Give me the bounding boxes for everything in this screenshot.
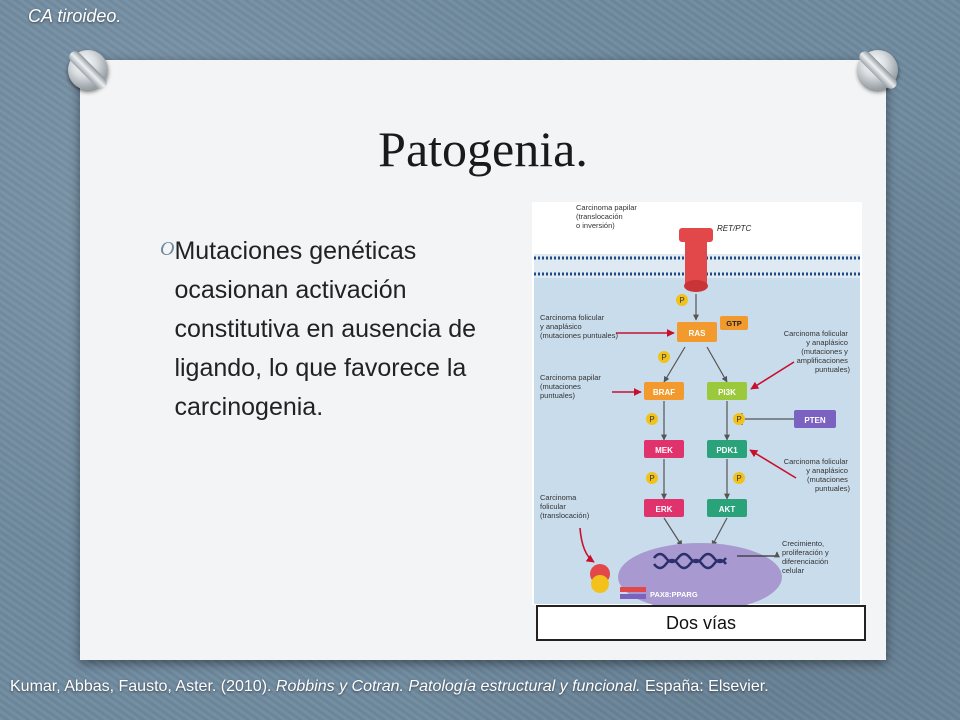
pten-node: PTEN xyxy=(794,410,836,428)
gtp-node: GTP xyxy=(720,316,748,330)
pdk1-note: Carcinoma folicular y anaplásico (mutaci… xyxy=(784,457,851,493)
svg-text:BRAF: BRAF xyxy=(653,388,675,397)
nucleus: PAX8:PPARG xyxy=(618,543,782,611)
svg-text:ERK: ERK xyxy=(656,505,673,514)
svg-text:GTP: GTP xyxy=(726,319,741,328)
bullet-glyph: O xyxy=(160,238,175,260)
svg-text:P: P xyxy=(736,415,741,424)
citation-publisher: España: Elsevier. xyxy=(640,678,769,695)
svg-text:P: P xyxy=(649,415,654,424)
slide-corner-title: CA tiroideo. xyxy=(28,6,122,26)
phospho-markers: P P P P P P xyxy=(646,294,745,484)
svg-text:P: P xyxy=(649,474,654,483)
ppar-complex xyxy=(590,564,610,593)
citation-authors: Kumar, Abbas, Fausto, Aster. (2010). xyxy=(10,678,276,695)
erk-node: ERK xyxy=(644,499,684,517)
braf-node: BRAF xyxy=(644,382,684,400)
top-left-pin-icon xyxy=(68,50,108,90)
braf-note: Carcinoma papilar (mutaciones puntuales) xyxy=(540,373,603,400)
pdk1-node: PDK1 xyxy=(707,440,747,458)
akt-node: AKT xyxy=(707,499,747,517)
ret-ptc-receptor xyxy=(679,228,713,292)
citation: Kumar, Abbas, Fausto, Aster. (2010). Rob… xyxy=(10,678,769,696)
svg-text:RAS: RAS xyxy=(689,329,707,338)
pi3k-node: PI3K xyxy=(707,382,747,400)
svg-text:PDK1: PDK1 xyxy=(716,446,738,455)
svg-text:P: P xyxy=(679,296,684,305)
svg-text:MEK: MEK xyxy=(655,446,673,455)
svg-text:PTEN: PTEN xyxy=(804,416,826,425)
figure-caption: Dos vías xyxy=(536,605,866,641)
ras-note: Carcinoma folicular y anaplásico (mutaci… xyxy=(540,313,618,340)
erk-note: Carcinoma folicular (translocación) xyxy=(540,493,590,520)
svg-text:PI3K: PI3K xyxy=(718,388,736,397)
receptor-note: Carcinoma papilar (translocación o inver… xyxy=(576,203,639,230)
mek-node: MEK xyxy=(644,440,684,458)
outcome-note: Crecimiento, proliferación y diferenciac… xyxy=(782,539,831,575)
slide-title: Patogenia. xyxy=(378,121,588,177)
citation-book: Robbins y Cotran. Patología estructural … xyxy=(275,678,641,695)
slide-card: Patogenia. O Mutaciones genéticas ocasio… xyxy=(68,50,898,660)
receptor-label: RET/PTC xyxy=(717,224,751,233)
top-right-pin-icon xyxy=(858,50,898,90)
svg-text:P: P xyxy=(736,474,741,483)
bullet-text: Mutaciones genéticas ocasionan activació… xyxy=(174,237,477,421)
pi3k-note: Carcinoma folicular y anaplásico (mutaci… xyxy=(784,329,851,374)
ras-node: RAS xyxy=(677,322,717,342)
pathway-figure: RET/PTC Carcinoma papilar (translocación… xyxy=(532,202,862,611)
pathway-diagram: RET/PTC Carcinoma papilar (translocación… xyxy=(534,203,860,611)
svg-text:AKT: AKT xyxy=(719,505,736,514)
bullet-item: O Mutaciones genéticas ocasionan activac… xyxy=(160,232,510,427)
svg-text:PAX8:PPARG: PAX8:PPARG xyxy=(650,590,698,599)
svg-text:P: P xyxy=(661,353,666,362)
